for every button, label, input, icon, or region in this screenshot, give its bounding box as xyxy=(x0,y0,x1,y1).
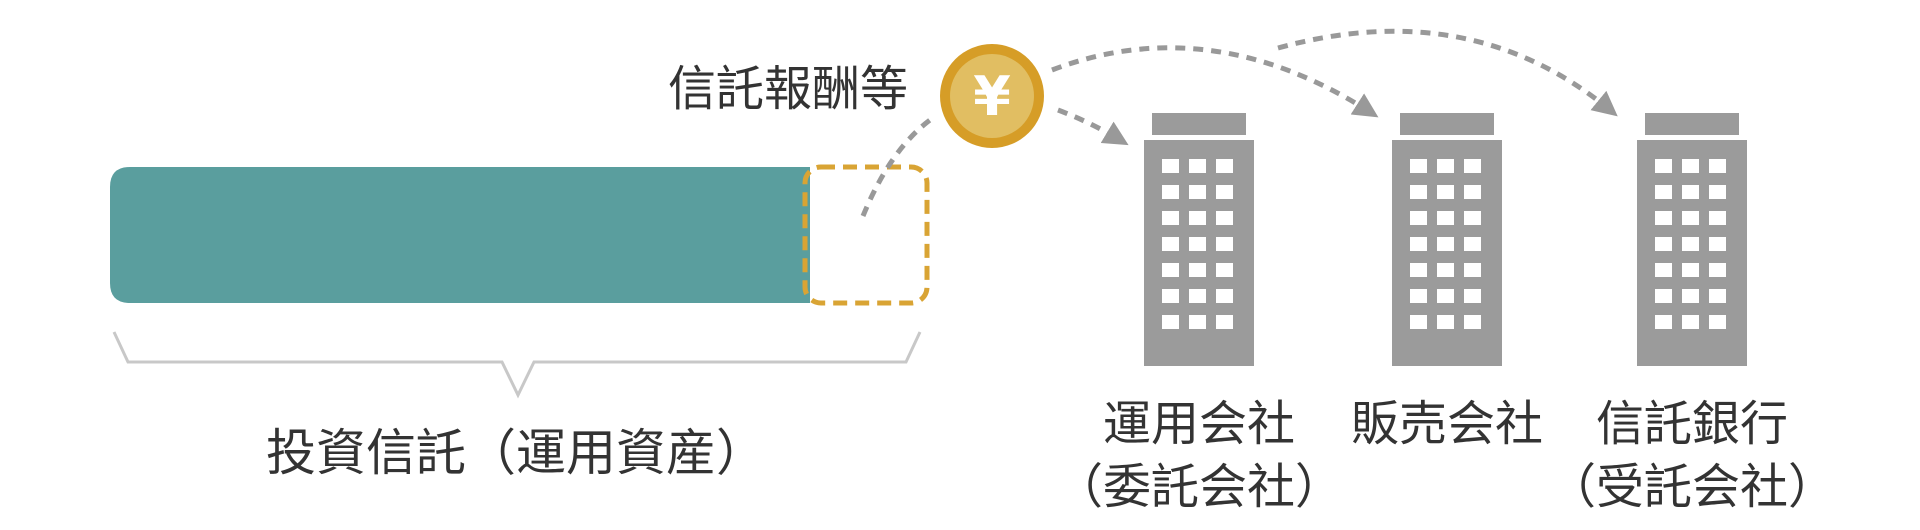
fee-label: 信託報酬等 xyxy=(668,61,908,117)
yen-coin-icon: ¥ xyxy=(940,44,1044,148)
building-window xyxy=(1189,159,1206,173)
building-roof xyxy=(1400,113,1494,135)
building-window xyxy=(1216,263,1233,277)
building-window xyxy=(1655,159,1672,173)
building-window xyxy=(1410,315,1427,329)
building-window xyxy=(1464,185,1481,199)
building-body xyxy=(1637,140,1747,366)
building-window xyxy=(1709,289,1726,303)
building-window xyxy=(1410,263,1427,277)
building-window xyxy=(1216,315,1233,329)
asset-bar xyxy=(110,167,810,303)
building-window xyxy=(1437,263,1454,277)
building-window xyxy=(1410,159,1427,173)
building-window xyxy=(1682,185,1699,199)
yen-symbol: ¥ xyxy=(973,65,1011,128)
building-window xyxy=(1437,237,1454,251)
building-window xyxy=(1162,185,1179,199)
building-window xyxy=(1682,315,1699,329)
building-window xyxy=(1709,185,1726,199)
building-window xyxy=(1189,185,1206,199)
building-window xyxy=(1682,159,1699,173)
building-window xyxy=(1410,211,1427,225)
trust-bank-building-icon xyxy=(1637,113,1747,366)
building-window xyxy=(1437,185,1454,199)
building-roof xyxy=(1152,113,1246,135)
sales-company-name: 販売会社 xyxy=(1351,396,1543,452)
building-window xyxy=(1410,185,1427,199)
fee-portion-dashed-box xyxy=(802,164,930,306)
arrow-to-management-company xyxy=(1057,107,1129,146)
management-company-subtitle: （委託会社） xyxy=(1055,459,1343,515)
building-window xyxy=(1464,211,1481,225)
asset-bar-group xyxy=(110,164,930,306)
flow-arrows xyxy=(1051,28,1618,146)
building-window xyxy=(1709,263,1726,277)
building-window xyxy=(1464,159,1481,173)
building-window xyxy=(1682,289,1699,303)
building-window xyxy=(1216,185,1233,199)
arrow-to-sales-company xyxy=(1051,45,1379,118)
company-labels: 運用会社 （委託会社） 販売会社 信託銀行 （受託会社） xyxy=(1055,396,1836,515)
building-window xyxy=(1437,211,1454,225)
building-window xyxy=(1655,263,1672,277)
building-window xyxy=(1162,159,1179,173)
building-window xyxy=(1655,289,1672,303)
building-window xyxy=(1189,237,1206,251)
building-body xyxy=(1392,140,1502,366)
building-window xyxy=(1410,237,1427,251)
building-window xyxy=(1162,315,1179,329)
arrow-to-trust-bank xyxy=(1277,28,1618,117)
building-window xyxy=(1464,315,1481,329)
building-window xyxy=(1682,211,1699,225)
building-window xyxy=(1437,159,1454,173)
building-window xyxy=(1682,263,1699,277)
building-window xyxy=(1709,315,1726,329)
building-window xyxy=(1655,211,1672,225)
building-window xyxy=(1464,237,1481,251)
building-window xyxy=(1162,211,1179,225)
building-window xyxy=(1655,185,1672,199)
building-window xyxy=(1410,289,1427,303)
brace-bracket xyxy=(112,331,922,399)
building-window xyxy=(1682,237,1699,251)
building-window xyxy=(1709,211,1726,225)
building-window xyxy=(1216,237,1233,251)
building-window xyxy=(1437,289,1454,303)
building-window xyxy=(1189,211,1206,225)
building-window xyxy=(1189,289,1206,303)
building-window xyxy=(1655,237,1672,251)
trust-bank-name: 信託銀行 xyxy=(1596,396,1788,452)
sales-company-building-icon xyxy=(1392,113,1502,366)
company-buildings xyxy=(1144,113,1747,366)
fund-label: 投資信託（運用資産） xyxy=(266,424,766,482)
building-window xyxy=(1162,289,1179,303)
building-window xyxy=(1655,315,1672,329)
management-company-building-icon xyxy=(1144,113,1254,366)
building-window xyxy=(1437,315,1454,329)
building-body xyxy=(1144,140,1254,366)
building-window xyxy=(1216,211,1233,225)
building-roof xyxy=(1645,113,1739,135)
building-window xyxy=(1709,159,1726,173)
building-window xyxy=(1216,159,1233,173)
building-window xyxy=(1162,263,1179,277)
building-window xyxy=(1464,289,1481,303)
building-window xyxy=(1464,263,1481,277)
building-window xyxy=(1189,263,1206,277)
building-window xyxy=(1709,237,1726,251)
building-window xyxy=(1216,289,1233,303)
management-company-name: 運用会社 xyxy=(1103,396,1295,452)
trust-bank-subtitle: （受託会社） xyxy=(1548,459,1836,515)
building-window xyxy=(1189,315,1206,329)
building-window xyxy=(1162,237,1179,251)
